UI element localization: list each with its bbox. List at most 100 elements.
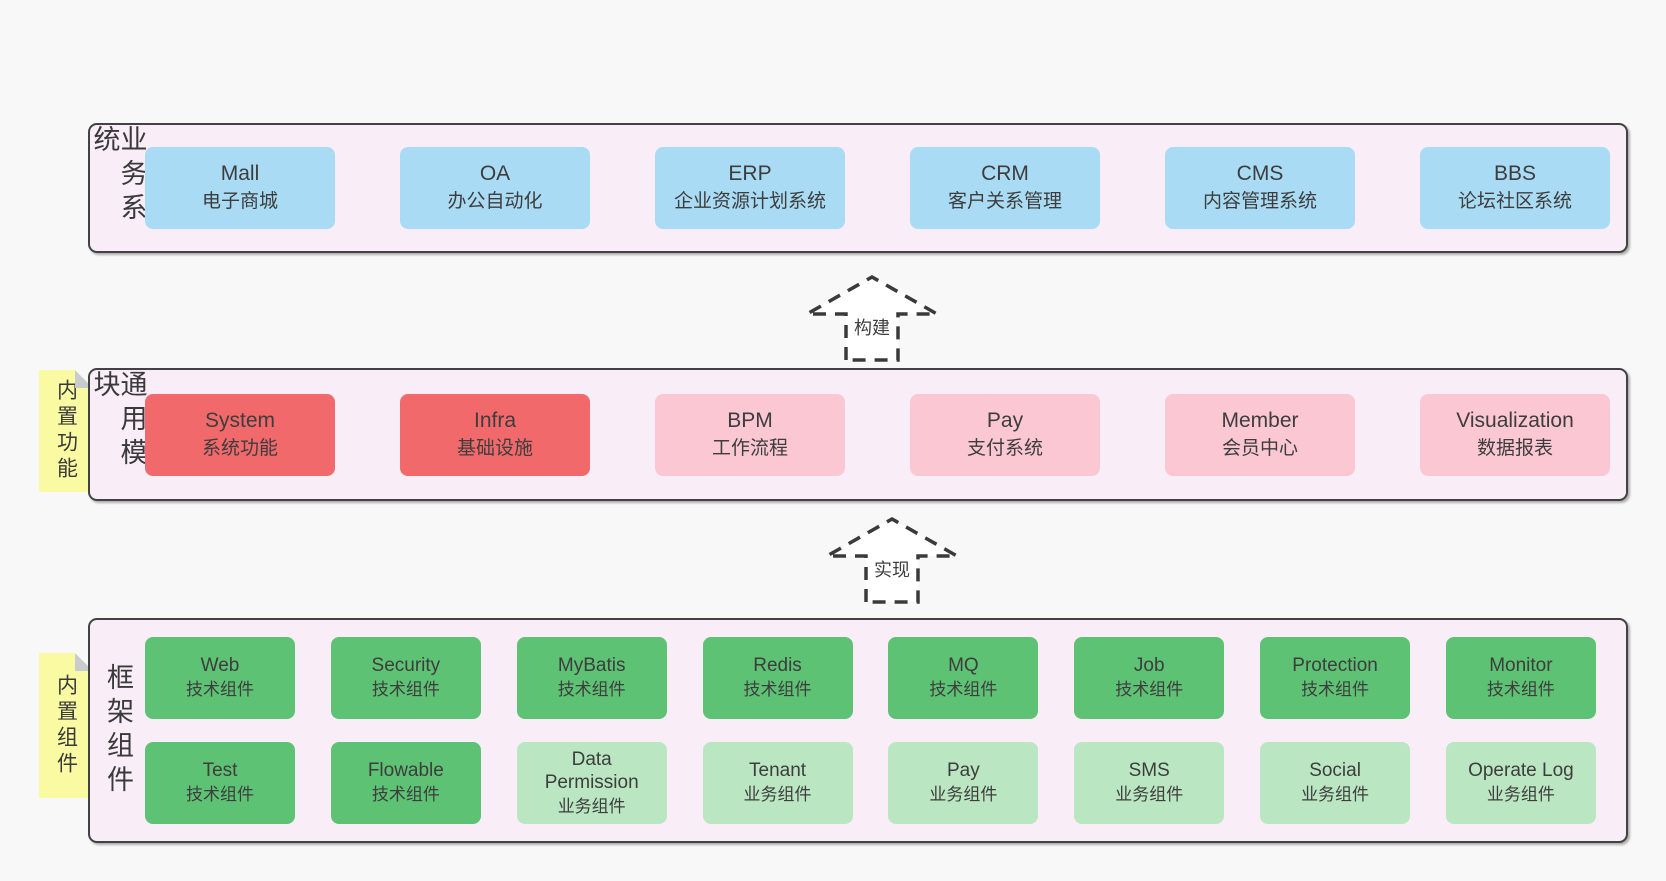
box-pay-component: Pay 业务组件 xyxy=(888,742,1039,824)
box-social: Social 业务组件 xyxy=(1260,742,1411,824)
box-name: OA xyxy=(479,162,511,186)
box-name: SMS xyxy=(1128,760,1170,782)
box-desc: 内容管理系统 xyxy=(1202,191,1317,213)
band-business-boxes: Mall 电子商城 OA 办公自动化 ERP 企业资源计划系统 CRM 客户关系… xyxy=(145,125,1626,251)
box-name: Member xyxy=(1221,408,1299,432)
arrow-implement-label: 实现 xyxy=(872,556,912,582)
box-desc: 技术组件 xyxy=(929,680,998,700)
band-modules-label: 通用模块 xyxy=(89,370,147,472)
box-desc: 业务组件 xyxy=(743,785,812,805)
box-visualization: Visualization 数据报表 xyxy=(1420,393,1610,476)
box-name: BPM xyxy=(727,408,773,432)
box-desc: 会员中心 xyxy=(1221,437,1298,459)
components-row-2: Test 技术组件 Flowable 技术组件 Data Permission … xyxy=(145,742,1596,824)
box-desc: 业务组件 xyxy=(557,797,626,817)
box-pay-system: Pay 支付系统 xyxy=(910,393,1100,476)
box-mall: Mall 电子商城 xyxy=(145,147,335,229)
box-name: ERP xyxy=(728,162,772,186)
band-business-label: 业务系统 xyxy=(89,125,147,227)
sticky-built-in-components: 内置组件 xyxy=(39,653,93,798)
box-desc: 数据报表 xyxy=(1476,437,1553,459)
box-crm: CRM 客户关系管理 xyxy=(910,147,1100,229)
box-bpm: BPM 工作流程 xyxy=(655,393,845,476)
box-desc: 技术组件 xyxy=(186,785,254,805)
box-desc: 技术组件 xyxy=(557,680,626,700)
box-desc: 技术组件 xyxy=(371,785,440,805)
sticky-built-in-features: 内置功能 xyxy=(39,370,93,492)
box-name: Pay xyxy=(986,408,1024,432)
box-name: MQ xyxy=(948,655,979,677)
box-name: Operate Log xyxy=(1468,760,1574,782)
box-monitor: Monitor 技术组件 xyxy=(1445,637,1596,719)
box-desc: 技术组件 xyxy=(1301,680,1370,700)
box-sms: SMS 业务组件 xyxy=(1074,742,1225,824)
box-name: Mall xyxy=(220,162,260,186)
box-name: CMS xyxy=(1236,162,1284,186)
box-desc: 电子商城 xyxy=(201,191,278,213)
box-desc: 业务组件 xyxy=(1486,785,1555,805)
box-name: Test xyxy=(202,760,238,782)
box-desc: 支付系统 xyxy=(966,437,1043,459)
box-desc: 客户关系管理 xyxy=(947,191,1062,213)
box-name: BBS xyxy=(1493,162,1537,186)
sticky-label: 内置功能 xyxy=(54,379,78,483)
box-web: Web 技术组件 xyxy=(145,637,295,719)
arrow-build: 构建 xyxy=(802,274,942,362)
box-name: Social xyxy=(1309,760,1361,782)
box-name: Protection xyxy=(1292,655,1378,677)
components-row-1: Web 技术组件 Security 技术组件 MyBatis 技术组件 Redi… xyxy=(145,637,1596,719)
band-common-modules: 通用模块 System 系统功能 Infra 基础设施 BPM 工作流程 Pay… xyxy=(88,368,1628,501)
box-desc: 工作流程 xyxy=(711,437,788,459)
box-name: Security xyxy=(371,655,441,677)
box-tenant: Tenant 业务组件 xyxy=(702,742,853,824)
box-member: Member 会员中心 xyxy=(1165,393,1355,476)
box-name: Flowable xyxy=(367,760,444,782)
box-desc: 基础设施 xyxy=(456,437,533,459)
box-name: Web xyxy=(200,655,240,677)
band-components-label: 框架组件 xyxy=(103,662,133,799)
box-operate-log: Operate Log 业务组件 xyxy=(1445,742,1596,824)
box-name: Data Permission xyxy=(544,748,639,794)
box-mq: MQ 技术组件 xyxy=(888,637,1039,719)
box-security: Security 技术组件 xyxy=(330,637,481,719)
box-name: Pay xyxy=(947,760,980,782)
box-infra: Infra 基础设施 xyxy=(400,393,590,476)
box-test: Test 技术组件 xyxy=(145,742,295,824)
box-desc: 企业资源计划系统 xyxy=(673,191,826,213)
box-name: Infra xyxy=(473,408,517,432)
box-desc: 技术组件 xyxy=(186,680,254,700)
box-name: MyBatis xyxy=(557,655,626,677)
box-bbs: BBS 论坛社区系统 xyxy=(1420,147,1610,229)
box-desc: 技术组件 xyxy=(743,680,812,700)
box-desc: 业务组件 xyxy=(929,785,998,805)
box-name: Monitor xyxy=(1489,655,1553,677)
box-desc: 技术组件 xyxy=(1486,680,1555,700)
box-system: System 系统功能 xyxy=(145,393,335,476)
band-modules-boxes: System 系统功能 Infra 基础设施 BPM 工作流程 Pay 支付系统… xyxy=(145,370,1626,499)
band-business-systems: 业务系统 Mall 电子商城 OA 办公自动化 ERP 企业资源计划系统 CRM… xyxy=(88,123,1628,253)
box-flowable: Flowable 技术组件 xyxy=(330,742,481,824)
box-job: Job 技术组件 xyxy=(1074,637,1225,719)
box-oa: OA 办公自动化 xyxy=(400,147,590,229)
box-protection: Protection 技术组件 xyxy=(1260,637,1411,719)
box-desc: 论坛社区系统 xyxy=(1457,191,1572,213)
box-name: Visualization xyxy=(1456,408,1574,432)
box-name: CRM xyxy=(981,162,1029,186)
box-desc: 技术组件 xyxy=(371,680,440,700)
arrow-implement: 实现 xyxy=(822,516,962,604)
box-desc: 办公自动化 xyxy=(447,191,543,213)
box-cms: CMS 内容管理系统 xyxy=(1165,147,1355,229)
box-desc: 系统功能 xyxy=(201,437,278,459)
box-erp: ERP 企业资源计划系统 xyxy=(655,147,845,229)
box-desc: 业务组件 xyxy=(1115,785,1184,805)
box-desc: 技术组件 xyxy=(1115,680,1184,700)
box-desc: 业务组件 xyxy=(1301,785,1370,805)
arrow-build-label: 构建 xyxy=(852,314,892,340)
box-name: Tenant xyxy=(749,760,807,782)
band-components-rows: Web 技术组件 Security 技术组件 MyBatis 技术组件 Redi… xyxy=(145,620,1626,841)
band-framework-components: 框架组件 Web 技术组件 Security 技术组件 MyBatis 技术组件… xyxy=(88,618,1628,843)
box-data-permission: Data Permission 业务组件 xyxy=(516,742,667,824)
box-name: Redis xyxy=(753,655,802,677)
box-redis: Redis 技术组件 xyxy=(702,637,853,719)
